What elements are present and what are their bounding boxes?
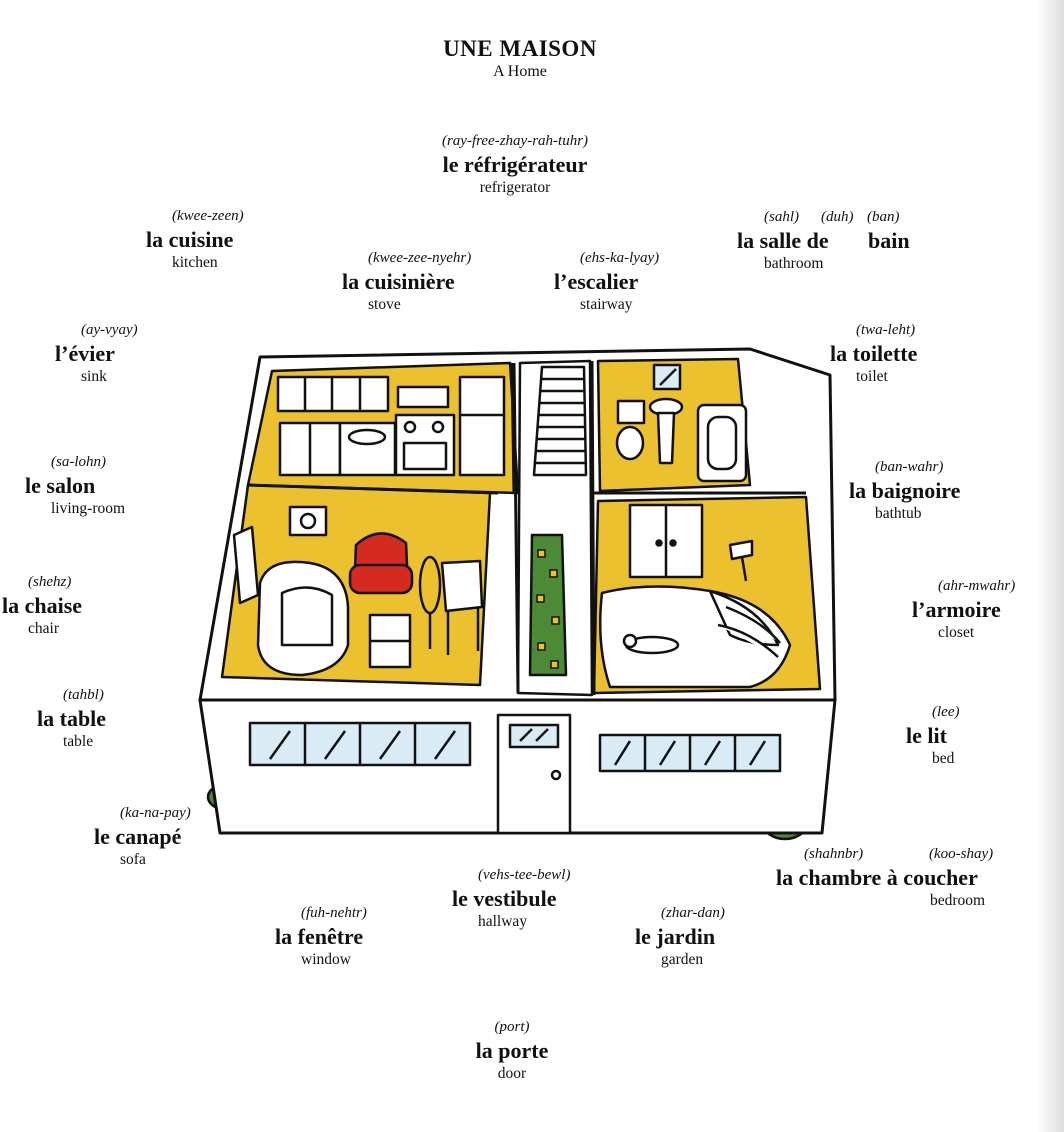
pron-toilette: (twa-leht) (830, 321, 917, 340)
window-right (600, 735, 780, 771)
label-table: (tahbl) la table table (37, 686, 106, 752)
label-cuisiniere: (kwee-zee-nyehr) la cuisinière stove (342, 249, 471, 315)
pron-jardin: (zhar-dan) (635, 904, 725, 923)
pron-bain: (ban) (867, 208, 900, 227)
pron-vestibule: (vehs-tee-bewl) (452, 866, 570, 885)
title-block: UNE MAISON A Home (0, 36, 1040, 81)
label-escalier: (ehs-ka-lyay) l’escalier stairway (554, 249, 659, 315)
french-salle-de: la salle de (737, 227, 829, 254)
label-salon: (sa-lohn) le salon living-room (25, 453, 125, 519)
french-porte: la porte (476, 1037, 549, 1064)
french-vestibule: le vestibule (452, 885, 570, 912)
stove-icon (396, 387, 454, 475)
french-chaise: la chaise (2, 592, 82, 619)
english-armoire: closet (912, 623, 1015, 643)
english-fenetre: window (275, 950, 367, 970)
label-lit: (lee) le lit bed (906, 703, 959, 769)
english-bathroom: bathroom (737, 254, 927, 274)
framed-picture (290, 507, 326, 535)
french-lit: le lit (906, 722, 959, 749)
french-chambre: la chambre à coucher (776, 864, 1026, 891)
english-refrigerateur: refrigerator (442, 178, 588, 198)
pron-escalier: (ehs-ka-lyay) (554, 249, 659, 268)
french-table: la table (37, 705, 106, 732)
pron-table: (tahbl) (37, 686, 106, 705)
bathroom-window (654, 365, 680, 389)
french-baignoire: la baignoire (849, 477, 960, 504)
label-armoire: (ahr-mwahr) l’armoire closet (912, 577, 1015, 643)
english-vestibule: hallway (452, 912, 570, 932)
pron-de: (duh) (821, 208, 854, 227)
label-evier: (ay-vyay) l’évier sink (55, 321, 138, 387)
pron-evier: (ay-vyay) (55, 321, 138, 340)
label-chaise: (shehz) la chaise chair (2, 573, 82, 639)
label-porte: (port) la porte door (476, 1018, 549, 1084)
pron-lit: (lee) (906, 703, 959, 722)
english-lit: bed (906, 749, 959, 769)
english-baignoire: bathtub (849, 504, 960, 524)
english-chaise: chair (2, 619, 82, 639)
pron-canape: (ka-na-pay) (94, 804, 191, 823)
french-canape: le canapé (94, 823, 191, 850)
stairway (534, 367, 586, 475)
pron-fenetre: (fuh-nehtr) (275, 904, 367, 923)
pron-cuisine: (kwee-zeen) (146, 207, 244, 226)
label-cuisine: (kwee-zeen) la cuisine kitchen (146, 207, 244, 273)
english-jardin: garden (635, 950, 725, 970)
english-cuisiniere: stove (342, 295, 471, 315)
bathtub-icon (698, 405, 746, 481)
english-canape: sofa (94, 850, 191, 870)
french-armoire: l’armoire (912, 596, 1015, 623)
english-table: table (37, 732, 106, 752)
english-porte: door (476, 1064, 549, 1084)
pron-baignoire: (ban-wahr) (849, 458, 960, 477)
label-refrigerateur: (ray-free-zhay-rah-tuhr) le réfrigérateu… (442, 132, 588, 198)
closet-icon (630, 505, 702, 577)
label-fenetre: (fuh-nehtr) la fenêtre window (275, 904, 367, 970)
label-vestibule: (vehs-tee-bewl) le vestibule hallway (452, 866, 570, 932)
pron-salon: (sa-lohn) (25, 453, 125, 472)
french-cuisiniere: la cuisinière (342, 268, 471, 295)
french-bain: bain (868, 227, 910, 254)
label-canape: (ka-na-pay) le canapé sofa (94, 804, 191, 870)
french-cuisine: la cuisine (146, 226, 244, 253)
english-cuisine: kitchen (146, 253, 244, 273)
sofa-icon (258, 562, 348, 675)
pron-armoire: (ahr-mwahr) (912, 577, 1015, 596)
front-door (498, 715, 570, 833)
french-evier: l’évier (55, 340, 138, 367)
page-subtitle: A Home (0, 63, 1040, 81)
english-escalier: stairway (554, 295, 659, 315)
french-fenetre: la fenêtre (275, 923, 367, 950)
page-title: UNE MAISON (0, 36, 1040, 62)
refrigerator-icon (460, 377, 504, 475)
pron-refrigerateur: (ray-free-zhay-rah-tuhr) (442, 132, 588, 151)
english-chambre: bedroom (776, 891, 1026, 911)
label-baignoire: (ban-wahr) la baignoire bathtub (849, 458, 960, 524)
hallway-rug (530, 535, 566, 675)
pron-coucher: (koo-shay) (929, 845, 993, 864)
french-refrigerateur: le réfrigérateur (442, 151, 588, 178)
french-salon: le salon (25, 472, 125, 499)
window-left (250, 723, 470, 765)
pron-salle: (sahl) (764, 208, 799, 227)
house-illustration (190, 345, 850, 855)
pron-cuisiniere: (kwee-zee-nyehr) (342, 249, 471, 268)
english-salon: living-room (25, 499, 125, 519)
pron-porte: (port) (476, 1018, 549, 1037)
english-evier: sink (55, 367, 138, 387)
pron-chaise: (shehz) (2, 573, 82, 592)
french-escalier: l’escalier (554, 268, 659, 295)
page-edge-shadow (1036, 0, 1064, 1132)
side-table-icon (370, 615, 410, 667)
sink-icon (340, 423, 395, 475)
label-salle-de-bain: (sahl) (duh) (ban) la salle de bain bath… (737, 208, 927, 274)
armchair-icon (350, 533, 412, 593)
label-jardin: (zhar-dan) le jardin garden (635, 904, 725, 970)
french-jardin: le jardin (635, 923, 725, 950)
